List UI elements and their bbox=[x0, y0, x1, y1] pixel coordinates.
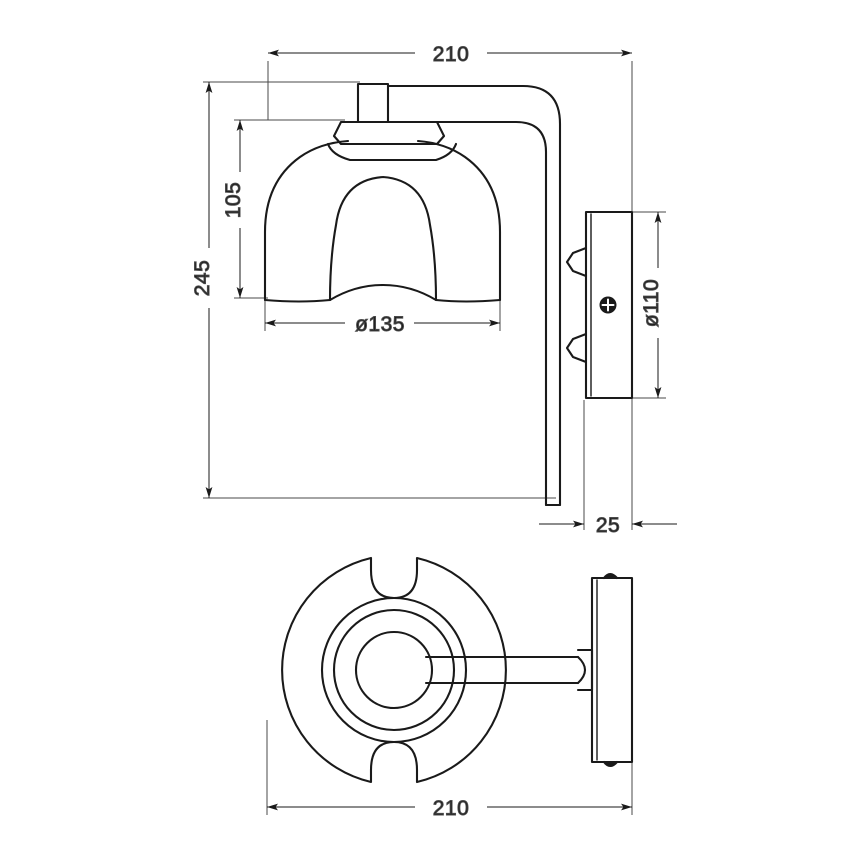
elevation-view bbox=[263, 82, 634, 507]
shade-outline-right bbox=[416, 139, 502, 302]
plan-plate-tab-top bbox=[602, 572, 619, 580]
canopy-ring-inner bbox=[354, 630, 434, 710]
screw-cross-icon bbox=[601, 298, 615, 312]
dim-label-total-height: 245 bbox=[191, 260, 214, 297]
dimension-layer: 210 245 105 bbox=[191, 43, 677, 821]
mounting-tab-upper bbox=[565, 246, 588, 278]
dim-label-shade-height: 105 bbox=[222, 182, 245, 219]
plan-arm-cap bbox=[576, 655, 587, 685]
shade-neck bbox=[356, 82, 390, 124]
wall-backplate bbox=[584, 210, 634, 400]
plan-wall-plate bbox=[590, 576, 634, 764]
arm-outer bbox=[386, 84, 562, 507]
shade-bottom-right bbox=[434, 298, 502, 303]
dim-backplate-diameter: ø110 bbox=[622, 211, 666, 399]
canopy-disc bbox=[281, 556, 507, 784]
inner-diffuser bbox=[328, 175, 438, 302]
inner-diffuser-base bbox=[328, 283, 438, 302]
dim-label-backplate-diameter: ø110 bbox=[640, 279, 663, 327]
mounting-tab-lower bbox=[565, 332, 588, 364]
dim-label-overall-width-top: 210 bbox=[433, 43, 470, 66]
canopy-ring-mid bbox=[332, 608, 456, 732]
dim-label-backplate-depth: 25 bbox=[596, 514, 620, 537]
dim-overall-width-plan: 210 bbox=[266, 720, 633, 821]
shade-collar bbox=[332, 120, 446, 146]
arm-inner bbox=[386, 120, 548, 507]
dim-shade-diameter: ø135 bbox=[264, 300, 501, 337]
canopy-ring-outer bbox=[320, 596, 468, 744]
dim-label-overall-width-plan: 210 bbox=[433, 797, 470, 820]
plan-plate-tab-bottom bbox=[602, 760, 619, 768]
plan-view bbox=[281, 556, 634, 784]
shade-collar-lip bbox=[326, 142, 458, 162]
shade-bottom-left bbox=[263, 298, 332, 303]
dim-overall-width-top: 210 bbox=[267, 43, 633, 215]
dim-label-shade-diameter: ø135 bbox=[355, 313, 405, 336]
dim-total-height: 245 bbox=[191, 81, 556, 499]
shade-outline-left bbox=[263, 139, 350, 302]
dim-shade-height: 105 bbox=[222, 119, 345, 299]
